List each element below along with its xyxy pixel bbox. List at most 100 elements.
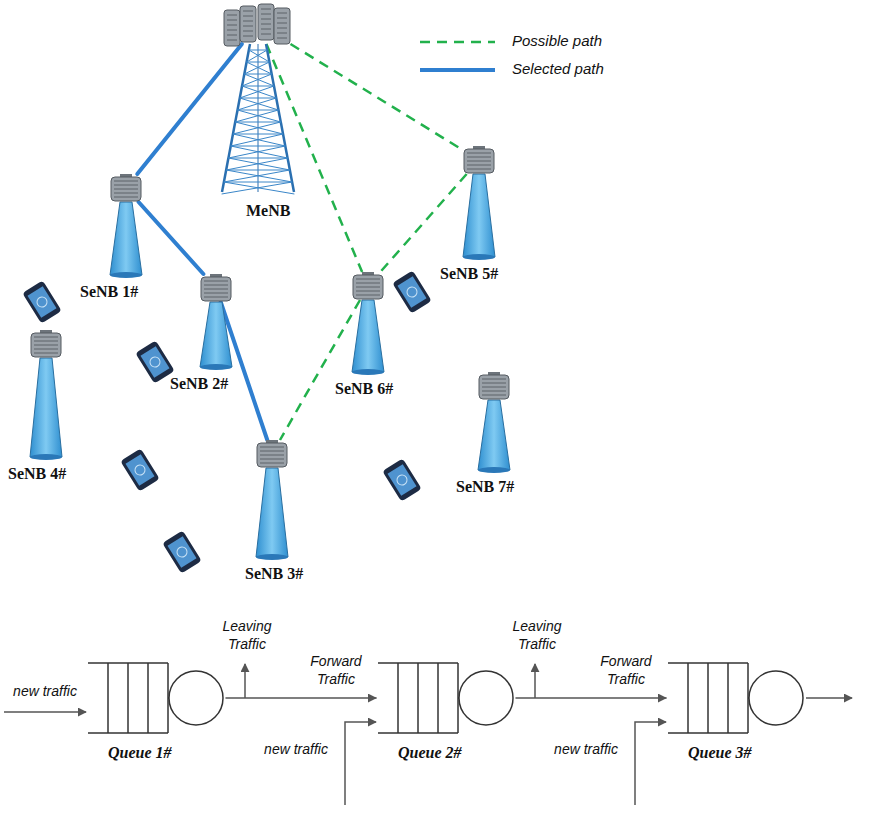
- antenna-stripe: [34, 341, 58, 342]
- antenna-stripe: [260, 455, 284, 456]
- antenna-stripe: [243, 31, 253, 32]
- phone-screen: [167, 536, 196, 568]
- pole-base: [200, 364, 232, 370]
- server-circle: [169, 671, 223, 725]
- small-cell-antenna: SeNB 6#: [352, 272, 384, 300]
- antenna-stripe: [243, 36, 253, 37]
- queue-node: Queue 3#: [666, 660, 806, 736]
- traffic-label: new traffic: [254, 740, 338, 758]
- tower-brace: [242, 74, 272, 86]
- possible-path: [280, 300, 360, 440]
- station-label: MeNB: [246, 202, 290, 220]
- antenna-stripe: [260, 447, 284, 448]
- antenna-stripe: [260, 451, 284, 452]
- phone-body: [162, 530, 201, 573]
- buffer-slot: [437, 663, 439, 733]
- antenna-stripe: [204, 281, 228, 282]
- traffic-arrow: [345, 722, 376, 805]
- station-label: SeNB 6#: [335, 380, 393, 398]
- cell-pole: [200, 302, 232, 367]
- antenna-stripe: [277, 33, 287, 34]
- edge-label: Forward Traffic: [594, 652, 658, 688]
- antenna-stripe: [482, 395, 506, 396]
- phone-logo: [395, 473, 409, 487]
- tower-brace: [233, 122, 281, 134]
- antenna-stripe: [261, 9, 271, 10]
- antenna-stripe: [482, 379, 506, 380]
- tower-brace: [238, 110, 281, 122]
- tower-brace: [244, 62, 269, 74]
- antenna-stripe: [277, 18, 287, 19]
- station-label: SeNB 2#: [170, 375, 228, 393]
- node-shape: [666, 660, 806, 736]
- buffer-slot: [727, 663, 729, 733]
- antenna-stripe: [277, 23, 287, 24]
- cell-pole: [256, 468, 288, 557]
- tower-brace: [240, 86, 274, 98]
- buffer-slot: [397, 663, 399, 733]
- pole-base: [110, 272, 142, 278]
- legend-sample-dashed: [420, 41, 495, 44]
- phone-icon: [392, 270, 431, 313]
- antenna-stripe: [114, 181, 138, 182]
- antenna-stripe: [356, 291, 380, 292]
- antenna-stripe: [277, 13, 287, 14]
- tower-brace: [249, 50, 267, 51]
- tower-brace: [224, 182, 292, 183]
- traffic-label: Leaving Traffic: [504, 617, 570, 653]
- antenna-stripe: [482, 391, 506, 392]
- antenna-stripe: [243, 16, 253, 17]
- antenna-stripe: [227, 40, 237, 41]
- node-shape: [256, 440, 288, 468]
- tower-brace: [240, 98, 276, 99]
- antenna-stripe: [467, 165, 491, 166]
- phone-body: [22, 280, 61, 323]
- antenna-panel: [274, 8, 290, 44]
- antenna-panel: [31, 333, 61, 357]
- buffer-slot: [707, 663, 709, 733]
- cell-pole: [463, 174, 495, 257]
- phone-icon: [162, 530, 201, 573]
- phone-logo: [133, 463, 147, 477]
- small-cell-antenna: SeNB 3#: [256, 440, 288, 468]
- antenna-panel: [258, 4, 274, 40]
- queue-node: Queue 2#: [376, 660, 516, 736]
- tower-brace: [226, 158, 287, 170]
- traffic-arrow: [806, 697, 852, 699]
- traffic-arrow: [4, 711, 86, 713]
- node-shape: [110, 174, 142, 202]
- antenna-stripe: [467, 157, 491, 158]
- tower-brace: [235, 110, 278, 122]
- tower-brace: [244, 74, 271, 75]
- antenna-stripe: [34, 353, 58, 354]
- antenna-stripe: [482, 387, 506, 388]
- phone-screen: [387, 464, 416, 496]
- small-cell-antenna: SeNB 7#: [478, 372, 510, 400]
- antenna-stripe: [356, 295, 380, 296]
- queue-label: Queue 1#: [108, 744, 172, 762]
- node-shape: [376, 660, 516, 736]
- small-cell-antenna: SeNB 4#: [30, 330, 62, 358]
- forward-arrow: [516, 697, 666, 699]
- legend-sample-solid: [420, 68, 495, 72]
- phone-screen: [125, 454, 154, 486]
- tower-brace: [235, 122, 283, 134]
- antenna-stripe: [467, 153, 491, 154]
- tower-brace: [247, 62, 272, 74]
- node-shape: [463, 146, 495, 174]
- antenna-panel: [111, 177, 141, 201]
- antenna-stripe: [467, 161, 491, 162]
- antenna-stripe: [114, 197, 138, 198]
- antenna-stripe: [204, 297, 228, 298]
- phone-body: [120, 448, 159, 491]
- traffic-arrow: [534, 664, 536, 698]
- station-label: SeNB 5#: [440, 265, 498, 283]
- phone-icon: [22, 280, 61, 323]
- tower-brace: [228, 158, 287, 159]
- antenna-stripe: [227, 15, 237, 16]
- antenna-stripe: [114, 193, 138, 194]
- buffer-slot: [417, 663, 419, 733]
- antenna-stripe: [261, 24, 271, 25]
- phone-icon: [382, 458, 421, 501]
